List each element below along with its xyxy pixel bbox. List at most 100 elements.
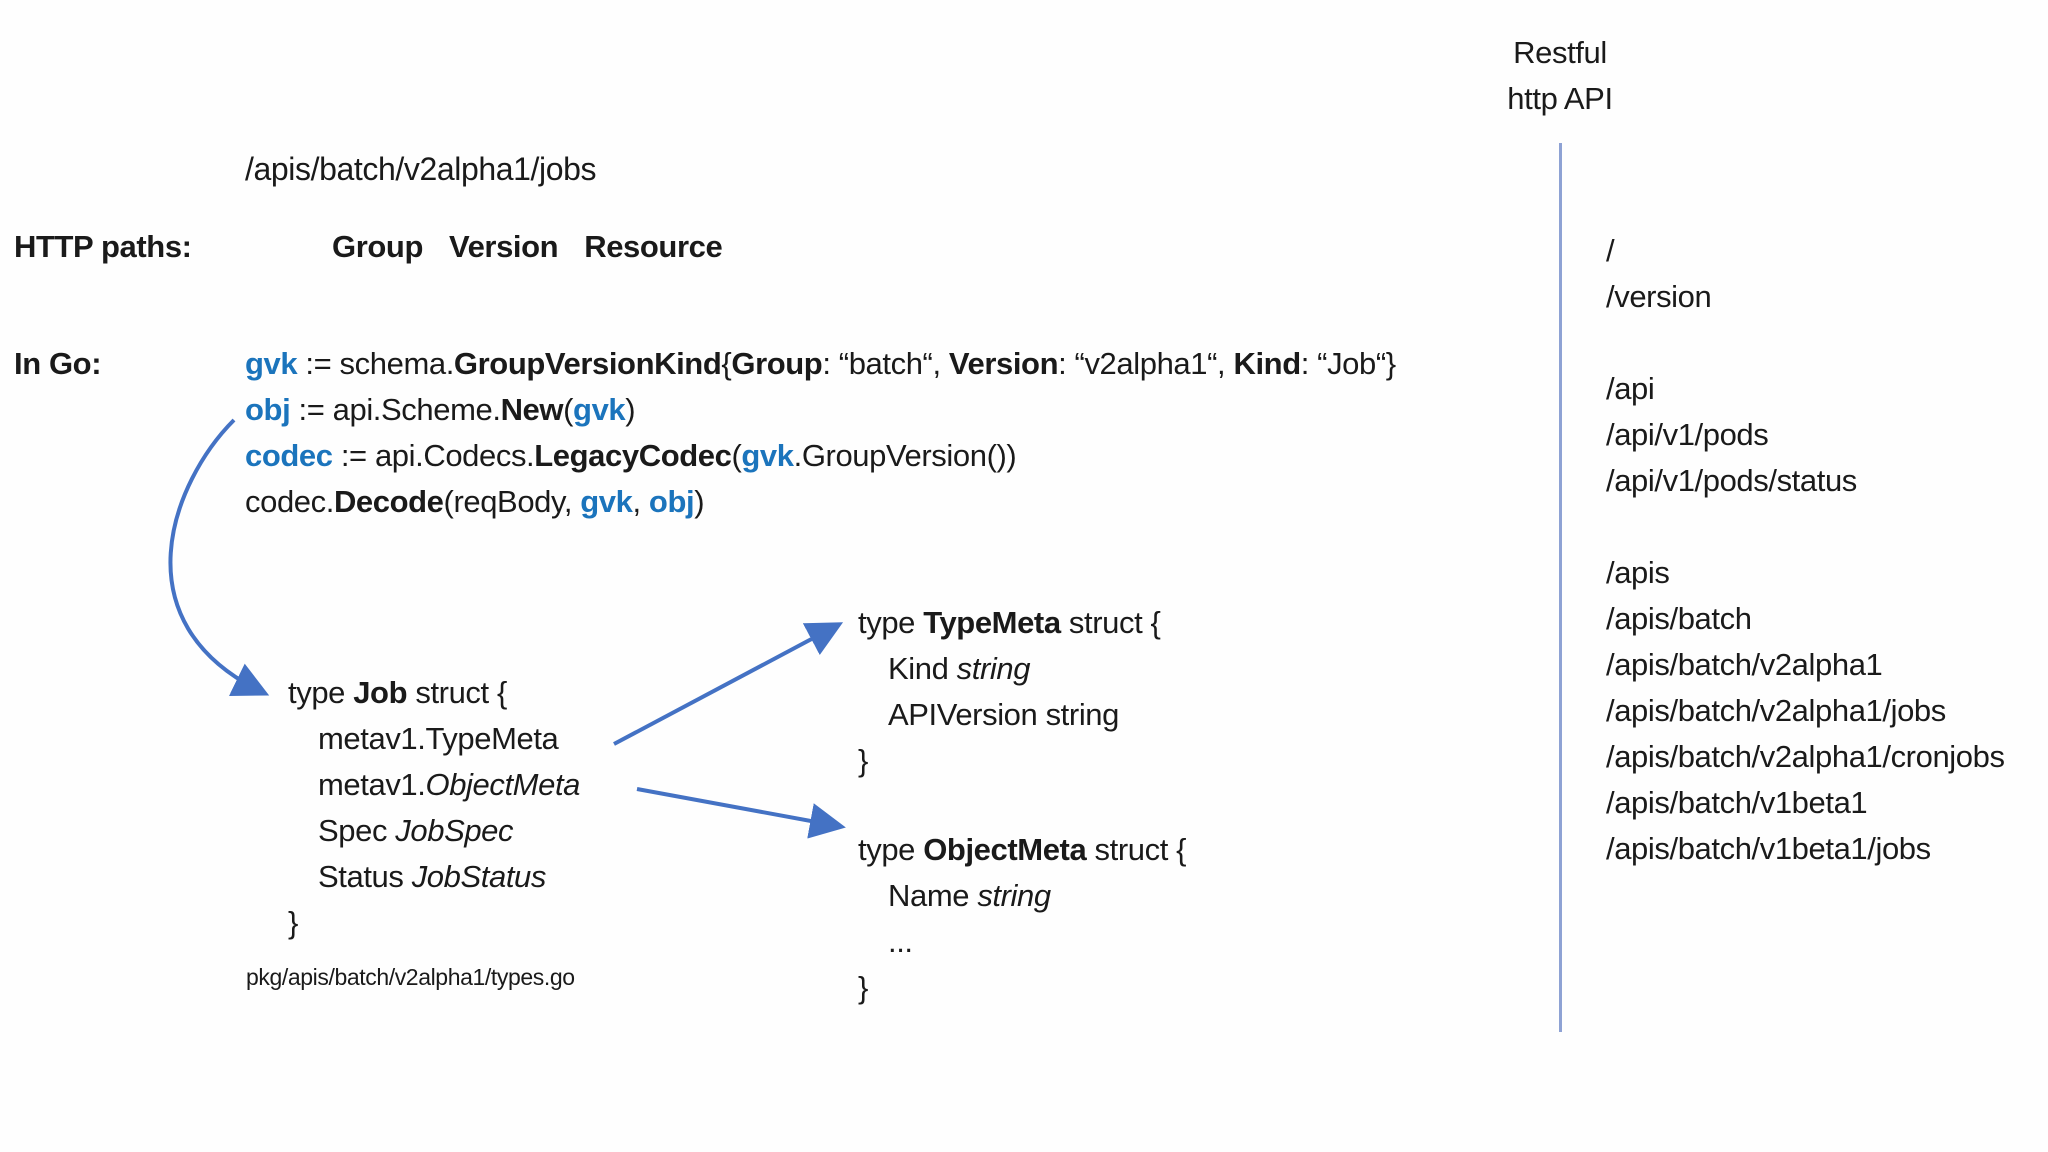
api-path-list: //version /api/api/v1/pods/api/v1/pods/s… <box>1606 228 2048 872</box>
code-segment: type <box>858 832 924 867</box>
types-file-caption: pkg/apis/batch/v2alpha1/types.go <box>246 964 575 990</box>
code-line: codec := api.Codecs.LegacyCodec(gvk.Grou… <box>245 433 1396 479</box>
api-path-item: /apis <box>1606 555 1670 590</box>
code-segment: { <box>721 346 732 381</box>
api-path-item: /apis/batch/v2alpha1/cronjobs <box>1606 739 2005 774</box>
api-path-item: /apis/batch/v2alpha1/jobs <box>1606 693 1946 728</box>
code-segment: struct { <box>407 675 507 710</box>
api-path-group-apis: /apis/apis/batch/apis/batch/v2alpha1/api… <box>1606 550 2048 872</box>
api-path-item: /apis/batch <box>1606 601 1752 636</box>
code-line: Status JobStatus <box>288 854 580 900</box>
code-line: } <box>288 900 580 946</box>
code-line: ... <box>858 919 1186 965</box>
code-segment: Kind <box>888 651 957 686</box>
code-segment: Job <box>353 675 408 710</box>
code-segment: ) <box>625 392 636 427</box>
restful-label-line2: http API <box>1507 81 1613 116</box>
code-segment: ... <box>888 924 913 959</box>
code-segment: ObjectMeta <box>425 767 580 802</box>
job-struct-block: type Job struct { metav1.TypeMeta metav1.O… <box>288 670 580 946</box>
code-line: } <box>858 965 1186 1011</box>
code-segment: ObjectMeta <box>923 832 1087 867</box>
code-segment: JobSpec <box>395 813 514 848</box>
code-line: type TypeMeta struct { <box>858 600 1161 646</box>
objectmeta-reference-arrow <box>636 787 846 839</box>
code-segment: string <box>977 878 1051 913</box>
code-segment: Group <box>731 346 823 381</box>
api-path-item: /api/v1/pods <box>1606 417 1769 452</box>
code-segment: ( <box>731 438 742 473</box>
restful-api-label: Restful http API <box>1440 30 1680 122</box>
code-line: type ObjectMeta struct { <box>858 827 1187 873</box>
api-path-item: /apis/batch/v1beta1 <box>1606 785 1868 820</box>
code-segment: codec. <box>245 484 334 519</box>
code-segment: gvk <box>245 346 298 381</box>
code-segment: : “batch“, <box>822 346 949 381</box>
code-segment: JobStatus <box>411 859 547 894</box>
typemeta-reference-arrow <box>613 622 844 746</box>
api-path-item: / <box>1606 233 1615 268</box>
code-segment: metav1. <box>318 767 426 802</box>
code-segment: := api.Scheme. <box>290 392 501 427</box>
code-line: Kind string <box>858 646 1160 692</box>
code-line: Name string <box>858 873 1186 919</box>
code-segment: gvk <box>580 484 633 519</box>
code-segment: gvk <box>573 392 626 427</box>
code-segment: } <box>288 905 298 940</box>
path-column-headers: Group Version Resource <box>332 224 723 270</box>
api-path-item: /apis/batch/v1beta1/jobs <box>1606 831 1931 866</box>
code-line: type Job struct { <box>288 670 580 716</box>
api-path-item: /api/v1/pods/status <box>1606 463 1857 498</box>
code-segment: , <box>632 484 649 519</box>
code-line: Spec JobSpec <box>288 808 580 854</box>
api-path-group-root: //version <box>1606 228 2048 320</box>
example-http-path: /apis/batch/v2alpha1/jobs <box>245 151 597 187</box>
code-line: APIVersion string <box>858 692 1160 738</box>
code-segment: struct { <box>1086 832 1187 867</box>
code-segment: (reqBody, <box>443 484 581 519</box>
code-segment: Decode <box>333 484 444 519</box>
code-segment: gvk <box>741 438 794 473</box>
code-segment: LegacyCodec <box>534 438 732 473</box>
code-segment: Kind <box>1233 346 1301 381</box>
api-path-group-core: /api/api/v1/pods/api/v1/pods/status <box>1606 366 2048 504</box>
code-segment: } <box>858 970 868 1005</box>
code-segment: metav1.TypeMeta <box>318 721 559 756</box>
go-code-block: gvk := schema.GroupVersionKind{Group: “b… <box>245 341 1396 525</box>
code-segment: Version <box>948 346 1059 381</box>
code-line: metav1.ObjectMeta <box>288 762 580 808</box>
code-segment: string <box>956 651 1031 686</box>
code-segment: : “Job“} <box>1300 346 1396 381</box>
code-segment: ( <box>563 392 574 427</box>
code-line: obj := api.Scheme.New(gvk) <box>245 387 1396 433</box>
column-header-group: Group <box>332 229 423 264</box>
code-line: metav1.TypeMeta <box>288 716 580 762</box>
http-paths-label: HTTP paths: <box>14 229 192 264</box>
code-segment: ) <box>694 484 705 519</box>
code-segment: .GroupVersion()) <box>793 438 1017 473</box>
column-header-version: Version <box>449 229 559 264</box>
code-segment: : “v2alpha1“, <box>1058 346 1234 381</box>
code-segment: APIVersion string <box>888 697 1119 732</box>
code-segment: GroupVersionKind <box>453 346 722 381</box>
objectmeta-struct-block: type ObjectMeta struct {Name string...} <box>858 827 1187 1011</box>
code-segment: := api.Codecs. <box>332 438 535 473</box>
code-segment: New <box>500 392 564 427</box>
code-line: gvk := schema.GroupVersionKind{Group: “b… <box>245 341 1396 387</box>
code-segment: Name <box>888 878 978 913</box>
code-segment: } <box>858 743 868 778</box>
code-segment: Spec <box>318 813 396 848</box>
api-path-item: /api <box>1606 371 1655 406</box>
column-header-resource: Resource <box>584 229 723 264</box>
code-segment: type <box>858 605 924 640</box>
code-segment: struct { <box>1060 605 1161 640</box>
code-segment: type <box>288 675 354 710</box>
code-segment: := schema. <box>297 346 454 381</box>
code-segment: obj <box>648 484 695 519</box>
api-path-item: /apis/batch/v2alpha1 <box>1606 647 1883 682</box>
code-segment: Status <box>318 859 412 894</box>
code-segment: obj <box>245 392 291 427</box>
code-line: codec.Decode(reqBody, gvk, obj) <box>245 479 1396 525</box>
